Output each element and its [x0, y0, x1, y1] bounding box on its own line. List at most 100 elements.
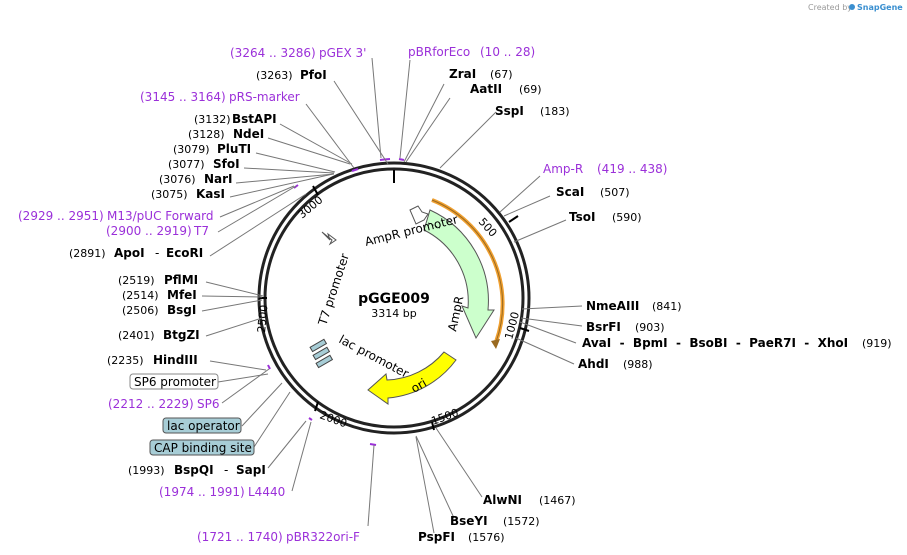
lac-operator-feature	[309, 338, 328, 353]
site-aatii-name: AatII	[470, 82, 502, 96]
site-bstapi-name: BstAPI	[232, 112, 277, 126]
site-aatii-pos: (69)	[519, 83, 542, 96]
site-nmeaiii-pos: (841)	[652, 300, 682, 313]
site-bspqi-sep: -	[224, 463, 228, 477]
site-sfoi-name: SfoI	[213, 157, 240, 171]
site-sspi-name: SspI	[495, 104, 524, 118]
plasmid-size: 3314 bp	[371, 307, 416, 320]
primer-prs-name: pRS-marker	[229, 90, 300, 104]
site-tsoi-pos: (590)	[612, 211, 642, 224]
site-nmeaiii-name: NmeAIII	[586, 299, 639, 313]
site-nari-name: NarI	[204, 172, 233, 186]
site-mfei-pos: (2514)	[122, 289, 159, 302]
site-multi919-names: AvaI - BpmI - BsoBI - PaeR7I - XhoI	[582, 336, 848, 350]
site-zrai-name: ZraI	[449, 67, 476, 81]
primer-pbr322-name: pBR322ori-F	[286, 530, 360, 544]
site-bseyi-name: BseYI	[450, 514, 488, 528]
site-kasi-pos: (3075)	[151, 188, 188, 201]
ampr-label: AmpR	[445, 295, 466, 333]
lac-promoter-label: lac promoter	[337, 332, 411, 380]
lac-operator-box	[162, 417, 242, 434]
plasmid-name: pGGE009	[358, 291, 430, 307]
site-scai-name: ScaI	[556, 185, 584, 199]
sp6-promoter-label: SP6 promoter	[134, 375, 216, 389]
site-btgzi-name: BtgZI	[163, 328, 200, 342]
site-pfoi-pos: (3263)	[256, 69, 293, 82]
snapgene-logo-icon	[849, 4, 855, 10]
site-pfoi-name: PfoI	[300, 68, 327, 82]
site-sfoi-pos: (3077)	[168, 158, 205, 171]
site-apoi-name: ApoI	[114, 246, 145, 260]
site-ndei-pos: (3128)	[188, 128, 225, 141]
ampr-primer-arc-line	[431, 199, 504, 343]
site-pspfi-pos: (1576)	[468, 531, 505, 544]
site-bspqi-name: BspQI	[174, 463, 214, 477]
site-pspfi-name: PspFI	[418, 530, 455, 544]
tick-2500: 2500	[255, 304, 270, 333]
site-zrai-pos: (67)	[490, 68, 513, 81]
primer-pbr322-range: (1721 .. 1740)	[197, 530, 283, 544]
site-ahdi-name: AhdI	[578, 357, 609, 371]
site-kasi-name: KasI	[196, 187, 225, 201]
t7-promoter-label: T7 promoter	[315, 252, 352, 328]
site-bstapi-pos: (3132)	[194, 113, 231, 126]
site-apoi-sep: -	[155, 246, 159, 260]
site-ndei-name: NdeI	[233, 127, 264, 141]
site-bseyi-pos: (1572)	[503, 515, 540, 528]
site-sapi-name: SapI	[236, 463, 266, 477]
site-bsgi-pos: (2506)	[122, 304, 159, 317]
primer-ampr-range: (419 .. 438)	[597, 162, 667, 176]
primer-l4440-name: L4440	[248, 485, 285, 499]
t7-promoter-arrow	[321, 231, 337, 246]
primer-pbrforeco-name: pBRforEco	[408, 45, 470, 59]
ampr-promoter-arrow	[409, 205, 429, 225]
site-hindiii-name: HindIII	[153, 353, 198, 367]
site-bsrfi-name: BsrFI	[586, 320, 621, 334]
site-pluti-name: PluTI	[217, 142, 251, 156]
primer-t7-range: (2900 .. 2919)	[106, 224, 192, 238]
site-mfei-name: MfeI	[167, 288, 197, 302]
primer-prs-range: (3145 .. 3164)	[140, 90, 226, 104]
primer-ampr-name: Amp-R	[543, 162, 583, 176]
site-hindiii-pos: (2235)	[107, 354, 144, 367]
site-bsgi-name: BsgI	[167, 303, 196, 317]
site-bspqi-pos: (1993)	[128, 464, 165, 477]
primer-m13-range: (2929 .. 2951)	[18, 209, 104, 223]
ori-arrow	[367, 351, 457, 405]
lac-operator-label: lac operator	[167, 419, 240, 433]
site-ecori-name: EcoRI	[166, 246, 203, 260]
ori-label: ori	[409, 376, 430, 396]
site-alwni-pos: (1467)	[539, 494, 576, 507]
tick-2000: 2000	[318, 409, 349, 431]
sp6-promoter-box	[129, 373, 219, 390]
site-pflmi-pos: (2519)	[118, 274, 155, 287]
site-nari-pos: (3076)	[159, 173, 196, 186]
primer-pgex3-range: (3264 .. 3286)	[230, 46, 316, 60]
primer-pbrforeco-range: (10 .. 28)	[480, 45, 535, 59]
ampr-primer-arrow	[491, 339, 500, 349]
lac-promoter-feature	[315, 354, 334, 369]
primer-pgex3-name: pGEX 3'	[319, 46, 366, 60]
leader-lines	[201, 57, 583, 534]
cap-site-feature	[312, 346, 331, 361]
primer-sp6-range: (2212 .. 2229)	[108, 397, 194, 411]
cap-site-box	[149, 439, 255, 456]
site-ahdi-pos: (988)	[623, 358, 653, 371]
created-by-label: Created by	[808, 3, 852, 12]
site-apoi-pos: (2891)	[69, 247, 106, 260]
site-multi919-pos: (919)	[862, 337, 892, 350]
site-pflmi-name: PflMI	[164, 273, 198, 287]
primer-t7-name: T7	[193, 224, 209, 238]
site-alwni-name: AlwNI	[483, 493, 522, 507]
site-btgzi-pos: (2401)	[118, 329, 155, 342]
site-bsrfi-pos: (903)	[635, 321, 665, 334]
site-pluti-pos: (3079)	[173, 143, 210, 156]
ampr-gene-arrow	[423, 209, 495, 340]
site-sspi-pos: (183)	[540, 105, 570, 118]
primer-m13-name: M13/pUC Forward	[107, 209, 214, 223]
cap-site-label: CAP binding site	[154, 441, 252, 455]
primer-l4440-range: (1974 .. 1991)	[159, 485, 245, 499]
primer-sp6-name: SP6	[197, 397, 220, 411]
site-tsoi-name: TsoI	[569, 210, 595, 224]
